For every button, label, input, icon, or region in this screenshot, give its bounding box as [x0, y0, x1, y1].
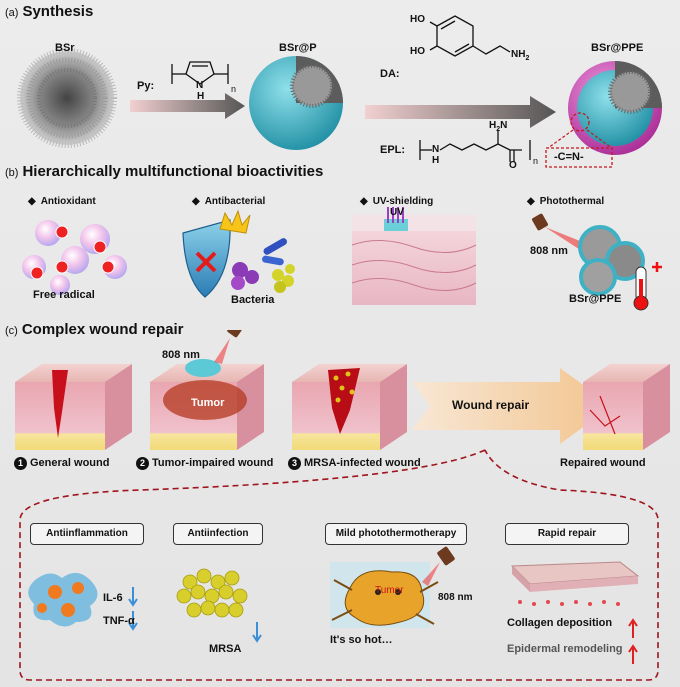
- box-antiinflammation: Antiinflammation: [30, 523, 144, 545]
- dopamine-structure: [429, 15, 511, 57]
- label-wound-repair: Wound repair: [452, 398, 530, 412]
- uv-skin-block: [351, 207, 477, 305]
- macrophage-cells: [28, 572, 98, 627]
- box-mild-photothermotherapy: Mild photothermotherapy: [325, 523, 467, 545]
- rapid-repair-skin: [510, 561, 640, 606]
- epl-structure: [419, 130, 531, 162]
- label-epl: EPL:: [380, 144, 406, 156]
- free-radical-bubbles: [22, 220, 127, 295]
- photothermal-particles: [532, 213, 662, 311]
- da-nh2: NH2: [511, 49, 530, 62]
- label-py: Py:: [137, 80, 155, 92]
- section-a-title: (a)Synthesis: [5, 3, 94, 20]
- label-tumor-creature: Tumor: [375, 585, 404, 596]
- label-808-ptt: 808 nm: [438, 592, 473, 603]
- label-bacteria: Bacteria: [231, 294, 275, 306]
- epl-o: O: [509, 160, 517, 171]
- label-mrsa: MRSA: [209, 643, 242, 655]
- bsr-ppe-particle: [568, 61, 662, 155]
- bioactivity-graphic: [22, 207, 662, 311]
- label-collagen-deposition: Collagen deposition: [507, 617, 613, 629]
- label-repaired-wound: Repaired wound: [560, 457, 646, 469]
- label-uv: UV: [390, 207, 404, 218]
- da-ho-2: HO: [410, 46, 425, 57]
- mrsa-cluster: [176, 568, 248, 618]
- section-c-title: (c)Complex wound repair: [5, 321, 184, 338]
- label-808-bio: 808 nm: [530, 245, 568, 257]
- label-bsr-ppe: BSr@PPE: [591, 42, 644, 54]
- label-tumor-wound: Tumor: [191, 397, 225, 409]
- epl-n-sub: n: [533, 156, 539, 166]
- box-rapid-repair: Rapid repair: [505, 523, 629, 545]
- repair-graphic: [15, 330, 670, 681]
- label-808-tumor-wound: 808 nm: [162, 349, 200, 361]
- box-antiinfection: Antiinfection: [173, 523, 263, 545]
- label-da: DA:: [380, 68, 400, 80]
- bsr-p-particle: [249, 56, 343, 150]
- label-bsr-ppe-bio: BSr@PPE: [569, 293, 622, 305]
- bullet-antibacterial: Antibacterial: [192, 196, 266, 207]
- da-ho-1: HO: [410, 14, 425, 25]
- wound-repair-arrow: [412, 368, 612, 444]
- epl-n: N: [432, 144, 440, 155]
- synthesis-graphic: [17, 15, 662, 168]
- skin-general: [15, 364, 132, 450]
- epl-h: H: [432, 155, 440, 166]
- skin-mrsa: [292, 364, 407, 450]
- skin-tumor: [150, 330, 264, 450]
- arrow-py: [130, 93, 245, 119]
- pyrrole-structure: [171, 61, 229, 85]
- label-free-radical: Free radical: [33, 289, 95, 301]
- imine-bond-label: -C=N-: [554, 151, 584, 163]
- section-b-title: (b)Hierarchically multifunctional bioact…: [5, 163, 324, 180]
- bullet-antioxidant: Antioxidant: [28, 196, 96, 207]
- detail-dashed-outline: [19, 449, 659, 681]
- antibacterial-shield: [182, 209, 295, 298]
- label-tnfa: TNF-α: [103, 615, 135, 627]
- label-epidermal-remodeling: Epidermal remodeling: [507, 643, 623, 655]
- hot-tumor-creature: [330, 546, 455, 628]
- label-bsr-p: BSr@P: [279, 42, 317, 54]
- skin-repaired: [583, 364, 670, 450]
- pyrrole-n: N: [196, 80, 204, 91]
- arrow-da-epl: [365, 96, 556, 128]
- bullet-uv-shielding: UV-shielding: [360, 196, 434, 207]
- label-its-so-hot: It's so hot…: [330, 634, 393, 646]
- bullet-photothermal: Photothermal: [527, 196, 604, 207]
- label-bsr: BSr: [55, 42, 75, 54]
- pyrrole-n-sub: n: [231, 84, 237, 94]
- bsr-particle: [17, 48, 117, 148]
- pyrrole-h: H: [197, 91, 205, 102]
- label-il6: IL-6: [103, 592, 123, 604]
- epl-h2n: H2N: [489, 120, 508, 133]
